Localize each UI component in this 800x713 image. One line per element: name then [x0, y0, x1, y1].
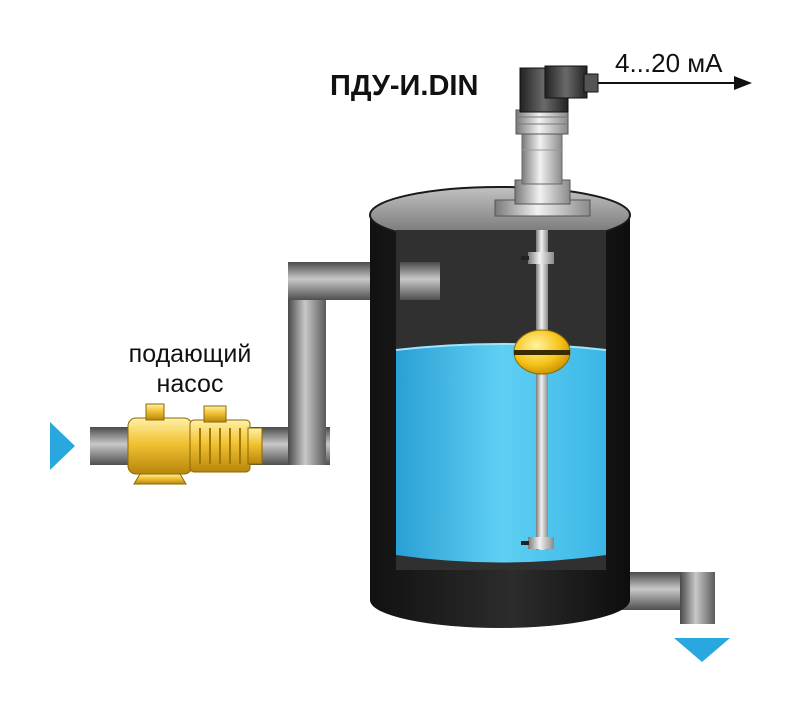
water	[395, 343, 607, 563]
pump	[127, 403, 263, 485]
signal-arrow-icon	[598, 76, 752, 90]
output-signal-label: 4...20 мА	[615, 48, 723, 78]
triangle-down-icon	[674, 638, 730, 662]
sensor-probe	[521, 230, 554, 550]
pump-label-line2: насос	[157, 370, 224, 398]
sensor-model-label: ПДУ-И.DIN	[330, 70, 478, 102]
triangle-right-icon	[50, 422, 75, 470]
pump-label-line1: подающий	[129, 340, 252, 368]
pressure-sensor	[494, 65, 599, 217]
inlet-nozzle	[400, 262, 440, 300]
float	[513, 329, 571, 375]
